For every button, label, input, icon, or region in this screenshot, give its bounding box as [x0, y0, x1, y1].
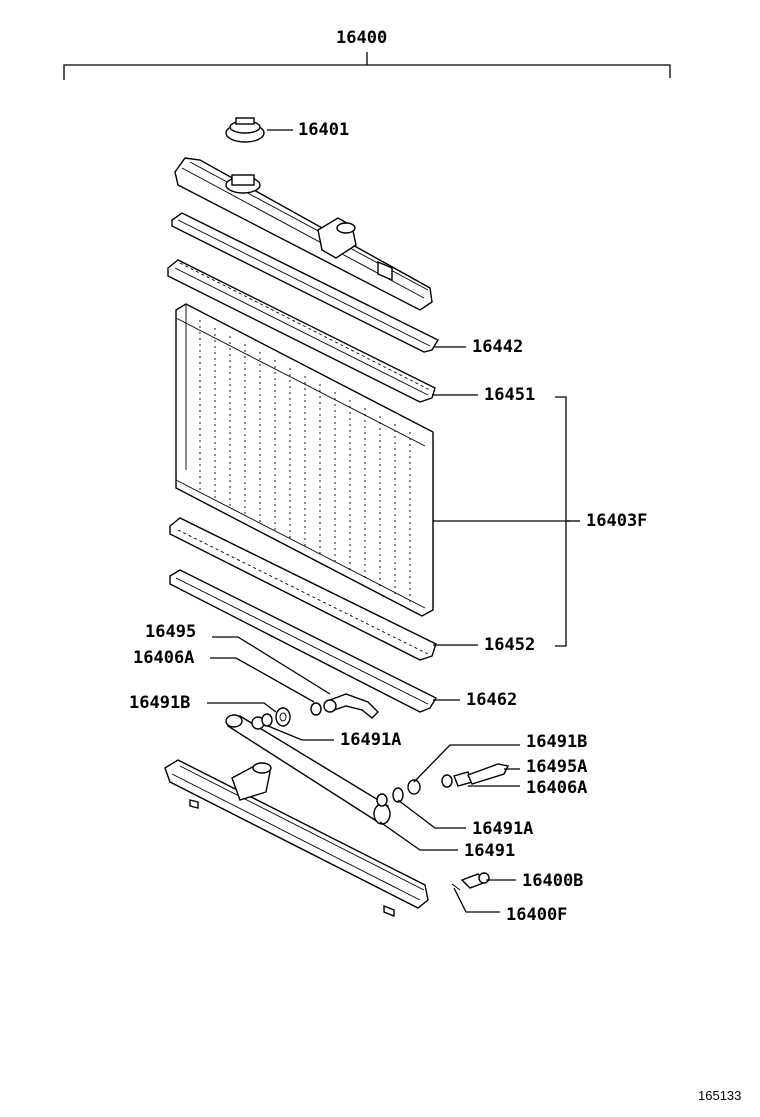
label-16495-left: 16495	[145, 622, 196, 642]
lower-gasket	[169, 569, 437, 713]
label-16462: 16462	[466, 690, 517, 710]
label-16400F: 16400F	[506, 905, 567, 925]
label-16451: 16451	[484, 385, 535, 405]
right-fittings	[392, 763, 510, 803]
diagram-id: 165133	[698, 1088, 741, 1103]
radiator-cap	[225, 117, 265, 143]
lower-seat-plate	[169, 517, 437, 661]
drain-cock	[451, 872, 490, 891]
label-16491: 16491	[464, 841, 515, 861]
label-16403F: 16403F	[586, 511, 647, 531]
assembly-bracket	[63, 52, 671, 80]
upper-gasket	[171, 212, 439, 353]
label-16406A-left: 16406A	[133, 648, 194, 668]
lower-tank	[164, 759, 429, 918]
label-16406A-right: 16406A	[526, 778, 587, 798]
label-16452: 16452	[484, 635, 535, 655]
label-16491A-right: 16491A	[472, 819, 533, 839]
upper-seat-plate	[167, 259, 436, 403]
upper-tank	[174, 157, 433, 311]
radiator-core	[175, 303, 434, 617]
label-16495A: 16495A	[526, 757, 587, 777]
oil-cooler-pipe-left	[310, 693, 379, 719]
label-16401: 16401	[298, 120, 349, 140]
washer-left	[275, 707, 291, 727]
oil-cooler	[225, 713, 391, 825]
label-16442: 16442	[472, 337, 523, 357]
label-16491A-left: 16491A	[340, 730, 401, 750]
label-16400B: 16400B	[522, 871, 583, 891]
core-group-bracket	[555, 396, 580, 647]
label-16400: 16400	[336, 28, 387, 48]
label-16491B-right: 16491B	[526, 732, 587, 752]
label-16491B-left: 16491B	[129, 693, 190, 713]
